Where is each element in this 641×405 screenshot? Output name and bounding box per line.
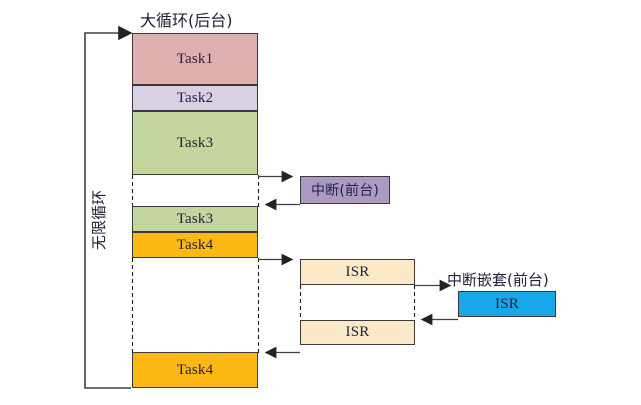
infinite-loop-label: 无限循环: [90, 189, 108, 250]
page-title: 大循环(后台): [140, 11, 233, 30]
task4-block-resumed: Task4: [132, 352, 258, 388]
task2-block: Task2: [132, 85, 258, 111]
dashed-guides: [131, 175, 416, 354]
task3-block-resumed: Task3: [132, 206, 258, 232]
nested-interrupt-label: 中断嵌套(前台): [447, 271, 549, 289]
task4-block: Task4: [132, 232, 258, 258]
interrupt-foreground-block: 中断(前台): [300, 176, 390, 204]
infinite-loop-bracket: [84, 25, 133, 389]
task3-block: Task3: [132, 111, 258, 175]
task1-block: Task1: [132, 33, 258, 85]
isr-box-first: ISR: [300, 259, 415, 285]
isr-box-second: ISR: [300, 320, 415, 345]
isr-box-nested: ISR: [458, 291, 556, 317]
